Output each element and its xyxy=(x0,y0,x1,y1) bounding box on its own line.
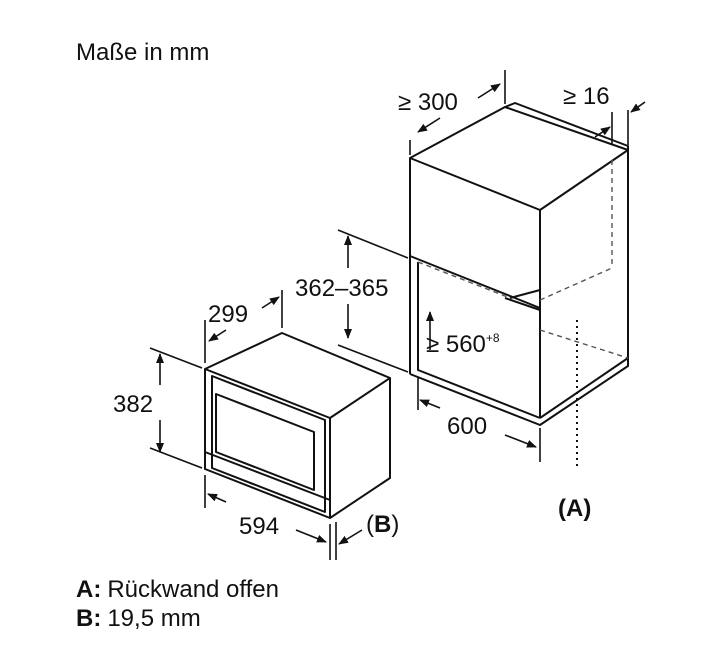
dim-300-arrow-left xyxy=(417,117,441,133)
hidden-inner-top xyxy=(539,267,613,301)
dim-600-arrow-right xyxy=(504,434,537,448)
dim-label-594: 594 xyxy=(239,513,279,540)
dim-300-arrow-right xyxy=(477,83,501,99)
dim-299-arrow-right xyxy=(261,296,280,309)
dim-label-382: 382 xyxy=(113,391,153,418)
dim-label-560-tolerance: +8 xyxy=(486,331,500,345)
dim-600-arrow-left xyxy=(419,399,441,409)
niche-inner-step xyxy=(504,297,541,311)
cabinet-right-side xyxy=(539,150,629,419)
dim-label-299: 299 xyxy=(208,301,248,328)
label-a: (A) xyxy=(558,495,591,522)
cabinet-bottom-edge xyxy=(409,358,629,426)
dim-label-560: ≥ 560+8 xyxy=(426,331,500,358)
dim-b-arrow xyxy=(338,529,363,545)
ext-382-top xyxy=(149,347,203,369)
dim-label-300: ≥ 300 xyxy=(398,89,458,116)
device-control-strip xyxy=(204,451,331,501)
dim-16-arrow-right xyxy=(630,101,646,113)
device-front-frame xyxy=(211,375,326,513)
dimension-lines xyxy=(149,70,646,560)
device-right-side xyxy=(329,378,391,519)
cabinet-niche xyxy=(409,102,629,426)
legend-item-a: A:Rückwand offen xyxy=(76,576,279,603)
hidden-inner-floor xyxy=(539,329,629,359)
niche-inner-ledge xyxy=(509,289,541,299)
device-body xyxy=(204,332,391,519)
ext-362-bottom xyxy=(337,344,409,373)
diagram-title: Maße in mm xyxy=(76,39,209,66)
cabinet-hidden-lines xyxy=(417,160,629,359)
cabinet-top xyxy=(409,106,629,211)
device-front-face xyxy=(204,368,331,519)
device-door-window xyxy=(215,393,315,491)
dim-label-362-365: 362–365 xyxy=(295,275,388,302)
cabinet-rim xyxy=(504,102,629,150)
legend-item-b: B:19,5 mm xyxy=(76,605,201,632)
dim-16-arrow-left xyxy=(594,126,611,138)
label-b: (B) xyxy=(366,511,399,538)
dim-label-16: ≥ 16 xyxy=(563,83,610,110)
dim-594-arrow-left xyxy=(207,493,227,503)
legend: A:Rückwand offen B:19,5 mm xyxy=(76,576,279,632)
dim-label-600: 600 xyxy=(447,413,487,440)
cabinet-upper-front xyxy=(409,157,541,309)
dim-594-arrow-right xyxy=(295,529,327,543)
hidden-opening-top xyxy=(417,261,511,299)
ext-382-bottom xyxy=(149,447,203,469)
niche-opening-left xyxy=(417,262,541,419)
device-top xyxy=(204,332,391,419)
ext-362-top xyxy=(337,229,409,259)
dim-299-arrow-left xyxy=(208,329,227,342)
